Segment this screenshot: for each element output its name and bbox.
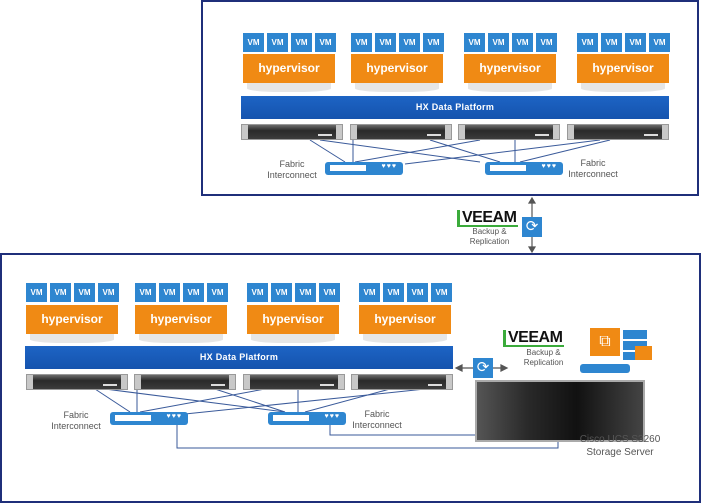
hypervisor-box: hypervisor — [577, 54, 669, 83]
repository-icon — [623, 330, 647, 339]
vm-box: VM — [243, 33, 264, 52]
vm-box: VM — [74, 283, 95, 302]
hx-data-platform-bar: HX Data Platform — [25, 346, 453, 369]
hx-data-platform-bar: HX Data Platform — [241, 96, 669, 119]
vm-box: VM — [351, 33, 372, 52]
label-line: Fabric — [63, 410, 89, 420]
label-line: Interconnect — [51, 421, 101, 431]
hypervisor-shadow — [139, 334, 223, 343]
caption-line: Replication — [523, 358, 564, 367]
vm-box: VM — [291, 33, 312, 52]
hx-server-node — [26, 374, 128, 390]
vm-box: VM — [50, 283, 71, 302]
hypervisor-shadow — [468, 83, 552, 92]
vm-box: VM — [159, 283, 180, 302]
repository-icon — [623, 341, 647, 350]
label-line: Interconnect — [267, 170, 317, 180]
vm-box: VM — [375, 33, 396, 52]
storage-server-image — [475, 380, 645, 442]
vm-box: VM — [464, 33, 485, 52]
hypervisor-box: hypervisor — [247, 305, 339, 334]
vm-box: VM — [135, 283, 156, 302]
label-line: Storage Server — [586, 447, 654, 458]
hypervisor-box: hypervisor — [243, 54, 335, 83]
sync-icon: ⟳ — [473, 358, 493, 378]
hypervisor-box: hypervisor — [135, 305, 227, 334]
vm-box: VM — [319, 283, 340, 302]
vm-box: VM — [649, 33, 670, 52]
hypervisor-box: hypervisor — [359, 305, 451, 334]
veeam-caption: Backup &Replication — [516, 348, 571, 368]
hypervisor-shadow — [30, 334, 114, 343]
vm-box: VM — [423, 33, 444, 52]
hypervisor-shadow — [247, 83, 331, 92]
fabric-interconnect-switch: ♥♥♥ — [325, 162, 403, 175]
fabric-interconnect-switch: ♥♥♥ — [268, 412, 346, 425]
veeam-logo: VEEAM — [457, 210, 519, 227]
hx-server-node — [243, 374, 345, 390]
hypervisor-box: hypervisor — [351, 54, 443, 83]
hx-server-node — [567, 124, 669, 140]
hypervisor-shadow — [581, 83, 665, 92]
caption-line: Replication — [469, 237, 510, 246]
vm-box: VM — [601, 33, 622, 52]
repository-icon — [635, 346, 652, 360]
veeam-caption: Backup &Replication — [462, 227, 517, 247]
label-line: Fabric — [279, 159, 305, 169]
vm-box: VM — [267, 33, 288, 52]
label-line: Interconnect — [568, 169, 618, 179]
vm-box: VM — [577, 33, 598, 52]
hx-server-node — [458, 124, 560, 140]
hypervisor-shadow — [251, 334, 335, 343]
vm-box: VM — [536, 33, 557, 52]
vm-box: VM — [271, 283, 292, 302]
vm-box: VM — [26, 283, 47, 302]
vm-box: VM — [207, 283, 228, 302]
label-line: Cisco UCS S3260 — [579, 434, 661, 445]
vm-box: VM — [625, 33, 646, 52]
fabric-interconnect-switch: ♥♥♥ — [110, 412, 188, 425]
caption-line: Backup & — [472, 227, 507, 236]
vm-box: VM — [383, 283, 404, 302]
hx-server-node — [134, 374, 236, 390]
hypervisor-box: hypervisor — [26, 305, 118, 334]
caption-line: Backup & — [526, 348, 561, 357]
vm-box: VM — [399, 33, 420, 52]
vm-box: VM — [315, 33, 336, 52]
label-line: Interconnect — [352, 420, 402, 430]
vm-box: VM — [247, 283, 268, 302]
hx-server-node — [350, 124, 452, 140]
hypervisor-shadow — [355, 83, 439, 92]
backup-proxy-icon: ⧉ — [590, 328, 620, 356]
vm-box: VM — [512, 33, 533, 52]
vm-box: VM — [431, 283, 452, 302]
hx-server-node — [241, 124, 343, 140]
vm-box: VM — [98, 283, 119, 302]
vm-box: VM — [488, 33, 509, 52]
vm-box: VM — [295, 283, 316, 302]
repository-icon — [623, 352, 635, 360]
sync-icon: ⟳ — [522, 217, 542, 237]
label-line: Fabric — [364, 409, 390, 419]
vm-box: VM — [183, 283, 204, 302]
veeam-logo: VEEAM — [503, 330, 565, 347]
vm-box: VM — [407, 283, 428, 302]
hypervisor-box: hypervisor — [464, 54, 556, 83]
vm-box: VM — [359, 283, 380, 302]
fabric-interconnect-switch: ♥♥♥ — [485, 162, 563, 175]
appliance-icon — [580, 364, 630, 373]
label-line: Fabric — [580, 158, 606, 168]
hypervisor-shadow — [363, 334, 447, 343]
hx-server-node — [351, 374, 453, 390]
